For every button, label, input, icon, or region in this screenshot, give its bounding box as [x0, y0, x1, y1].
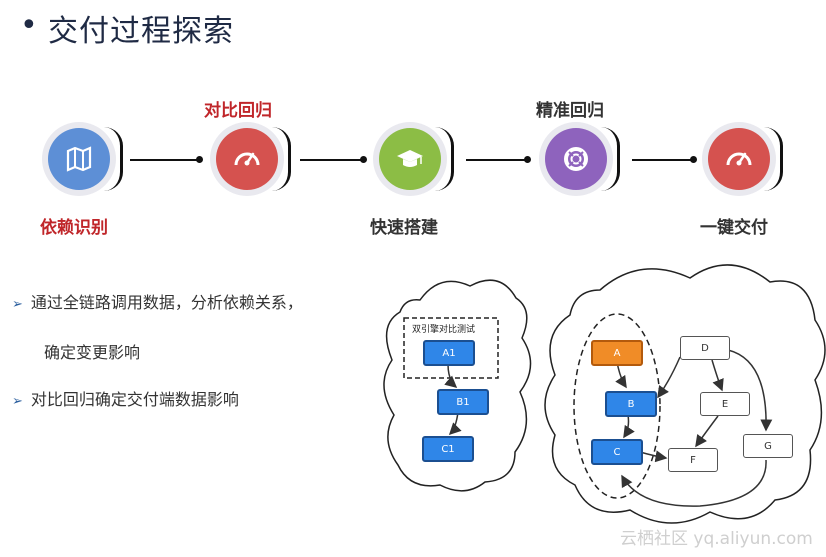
node-d: D — [680, 336, 730, 360]
right-cloud — [544, 264, 826, 524]
stage-arc — [104, 127, 123, 191]
bullet-item-1: ➢ 通过全链路调用数据，分析依赖关系， — [12, 289, 303, 313]
bullet-item-2: ➢ 对比回归确定交付端数据影响 — [12, 386, 239, 410]
node-b1: B1 — [437, 389, 489, 415]
bullet-arrow-icon: ➢ — [12, 394, 23, 409]
connector-1 — [130, 159, 200, 161]
connector-4 — [632, 159, 694, 161]
stage-circle — [379, 128, 441, 190]
node-g: G — [743, 434, 793, 458]
stage-quick-setup — [379, 128, 441, 190]
connector-1-dot — [196, 156, 203, 163]
stage-arc — [601, 127, 620, 191]
page-title: 交付过程探索 — [48, 14, 234, 49]
bullet-text: 通过全链路调用数据，分析依赖关系， — [30, 293, 303, 312]
lifebuoy-icon — [564, 147, 588, 171]
stage-label: 一键交付 — [700, 218, 768, 238]
stage-circle — [48, 128, 110, 190]
bullet-text: 对比回归确定交付端数据影响 — [30, 390, 239, 409]
node-c: C — [591, 439, 643, 465]
bullet-item-1-continued: 确定变更影响 — [44, 343, 141, 362]
watermark: 云栖社区 yq.aliyun.com — [620, 529, 813, 549]
stage-arc — [435, 127, 454, 191]
right-group-ellipse — [573, 313, 661, 499]
stage-circle — [545, 128, 607, 190]
stage-comparison-regression — [216, 128, 278, 190]
gauge-icon — [234, 152, 260, 166]
connector-2-dot — [360, 156, 367, 163]
stage-dependency-identification — [48, 128, 110, 190]
title-bullet: • — [20, 8, 38, 43]
gauge-icon — [726, 152, 752, 166]
stage-label: 对比回归 — [204, 101, 272, 121]
stage-circle — [708, 128, 770, 190]
map-icon — [66, 146, 92, 172]
node-b: B — [605, 391, 657, 417]
connector-4-dot — [690, 156, 697, 163]
node-c1: C1 — [422, 436, 474, 462]
bullet-arrow-icon: ➢ — [12, 297, 23, 312]
stage-arc — [272, 127, 291, 191]
connector-2 — [300, 159, 364, 161]
node-e: E — [700, 392, 750, 416]
stage-one-click-delivery — [708, 128, 770, 190]
graduation-cap-icon — [397, 150, 423, 167]
connector-3-dot — [524, 156, 531, 163]
node-a: A — [591, 340, 643, 366]
stage-label: 依赖识别 — [40, 218, 108, 238]
stage-arc — [764, 127, 783, 191]
group-label: 双引擎对比测试 — [412, 325, 476, 335]
stage-precise-regression — [545, 128, 607, 190]
connector-3 — [466, 159, 528, 161]
node-a1: A1 — [423, 340, 475, 366]
stage-circle — [216, 128, 278, 190]
stage-label: 快速搭建 — [370, 218, 438, 238]
node-f: F — [668, 448, 718, 472]
stage-label: 精准回归 — [536, 101, 604, 121]
left-cloud — [383, 279, 532, 492]
